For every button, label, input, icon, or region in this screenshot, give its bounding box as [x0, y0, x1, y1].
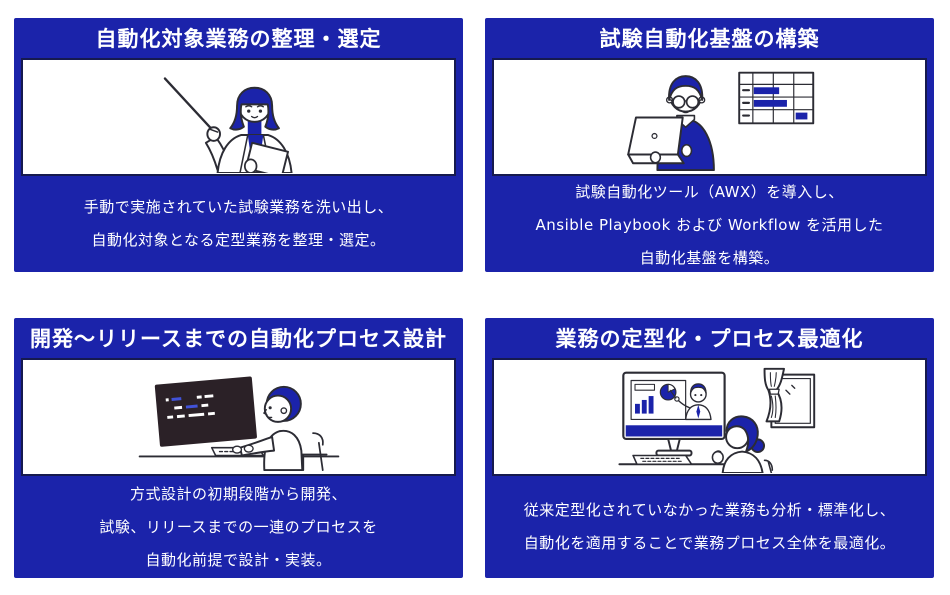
bob-hair	[228, 86, 280, 131]
keyboard	[631, 454, 692, 466]
presenter	[669, 383, 712, 421]
code-monitor	[154, 376, 257, 447]
online-presentation-illustration	[617, 367, 815, 473]
illustration-box	[21, 58, 456, 176]
description-line: 自動化対象となる定型業務を整理・選定。	[91, 231, 386, 249]
description-line: 手動で実施されていた試験業務を洗い出し、	[83, 198, 394, 216]
card-title: 開発〜リリースまでの自動化プロセス設計	[30, 327, 447, 351]
card-automation-process-design: 開発〜リリースまでの自動化プロセス設計	[14, 318, 463, 578]
video-call-monitor	[621, 371, 726, 457]
description-line: 従来定型化されていなかった業務も分析・標準化し、	[523, 501, 896, 519]
card-title: 試験自動化基盤の構築	[599, 27, 820, 51]
woman-pointing-illustration	[163, 77, 293, 173]
description-line: 自動化基盤を構築。	[639, 249, 780, 267]
card-title: 自動化対象業務の整理・選定	[95, 27, 382, 51]
illustration-box	[492, 58, 927, 176]
illustration-box	[492, 358, 927, 476]
description-line: 試験、リリースまでの一連のプロセスを	[99, 517, 378, 536]
description-line: 自動化前提で設計・実装。	[145, 550, 332, 569]
curtain	[763, 367, 785, 423]
description-line: Ansible Playbook および Workflow を活用した	[535, 216, 884, 234]
card-test-automation-platform: 試験自動化基盤の構築	[485, 18, 934, 272]
card-process-optimization: 業務の定型化・プロセス最適化	[485, 318, 934, 578]
card-task-selection: 自動化対象業務の整理・選定	[14, 18, 463, 272]
card-description: 従来定型化されていなかった業務も分析・標準化し、 自動化を適用することで業務プロ…	[485, 476, 934, 578]
hair	[667, 75, 703, 101]
card-description: 方式設計の初期段階から開発、 試験、リリースまでの一連のプロセスを 自動化前提で…	[14, 476, 463, 578]
card-description: 手動で実施されていた試験業務を洗い出し、 自動化対象となる定型業務を整理・選定。	[14, 176, 463, 272]
card-title: 業務の定型化・プロセス最適化	[555, 327, 864, 351]
laptop	[626, 116, 685, 165]
card-description: 試験自動化ツール（AWX）を導入し、 Ansible Playbook および …	[485, 176, 934, 275]
gantt-chart	[737, 71, 814, 125]
chair	[763, 459, 773, 473]
torso	[721, 450, 764, 473]
illustration-box	[21, 358, 456, 476]
pointer-stick	[163, 77, 213, 131]
developer-coding-illustration	[138, 376, 339, 472]
face	[263, 394, 292, 423]
man-with-laptop-illustration	[626, 71, 814, 172]
glasses	[671, 95, 686, 109]
description-line: 自動化を適用することで業務プロセス全体を最適化。	[523, 534, 896, 552]
hair	[725, 415, 759, 453]
description-line: 試験自動化ツール（AWX）を導入し、	[575, 183, 844, 201]
description-line: 方式設計の初期段階から開発、	[129, 484, 347, 503]
